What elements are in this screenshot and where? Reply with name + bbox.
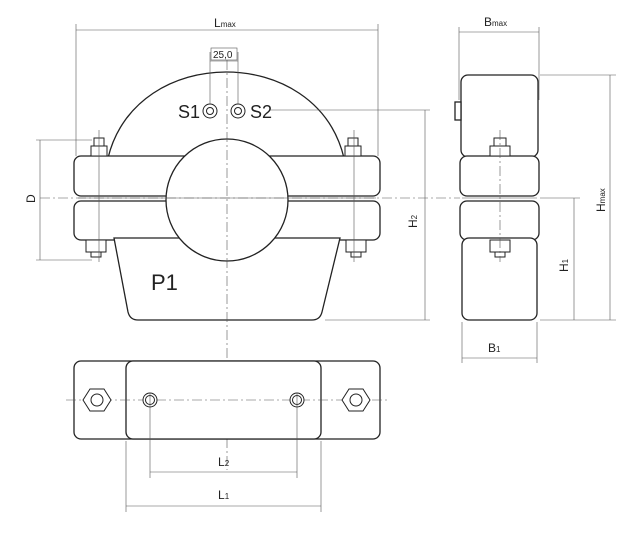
- side-upper-clamp: [459, 155, 540, 197]
- dimension-d: D: [24, 139, 92, 261]
- terminal-s2: [230, 52, 246, 119]
- dimension-l2: L2: [149, 393, 298, 478]
- bottom-view: L2 L1: [66, 360, 390, 512]
- label-l2: L2: [218, 455, 230, 469]
- label-h1: H1: [557, 258, 571, 272]
- dimension-h1: H1: [540, 197, 580, 320]
- dimension-h-max: Hmax: [540, 74, 616, 321]
- nut-lower-left: [85, 239, 107, 258]
- side-view: Bmax Hmax H1: [454, 15, 616, 363]
- label-h-max: Hmax: [594, 188, 608, 212]
- label-b1: B1: [488, 341, 501, 355]
- label-h2: H2: [406, 214, 420, 228]
- terminal-s1: [202, 52, 218, 119]
- nut-lower-right: [345, 239, 367, 258]
- bottom-nut-left: [82, 388, 112, 412]
- label-b-max: Bmax: [484, 15, 507, 29]
- label-d: D: [24, 194, 38, 203]
- label-terminal-spacing: 25,0: [213, 50, 233, 61]
- label-l1: L1: [218, 488, 230, 502]
- dimension-terminal-spacing: 25,0: [210, 47, 238, 62]
- side-lower-box: [461, 237, 538, 321]
- bottom-nut-right: [341, 388, 371, 412]
- dimension-h2: H2: [270, 109, 430, 321]
- nut-upper-right: [344, 137, 362, 157]
- dimension-b1: B1: [461, 322, 538, 363]
- label-model: P1: [151, 270, 178, 295]
- front-view: Lmax: [24, 16, 460, 470]
- label-terminal-s2: S2: [250, 102, 272, 122]
- dimension-b-max: Bmax: [458, 15, 540, 100]
- label-l-max: Lmax: [214, 16, 236, 30]
- side-lower-clamp: [459, 200, 540, 241]
- upper-housing: [107, 71, 345, 159]
- dimension-l1: L1: [125, 441, 322, 512]
- dimension-l-max: Lmax: [75, 16, 379, 156]
- label-terminal-s1: S1: [178, 102, 200, 122]
